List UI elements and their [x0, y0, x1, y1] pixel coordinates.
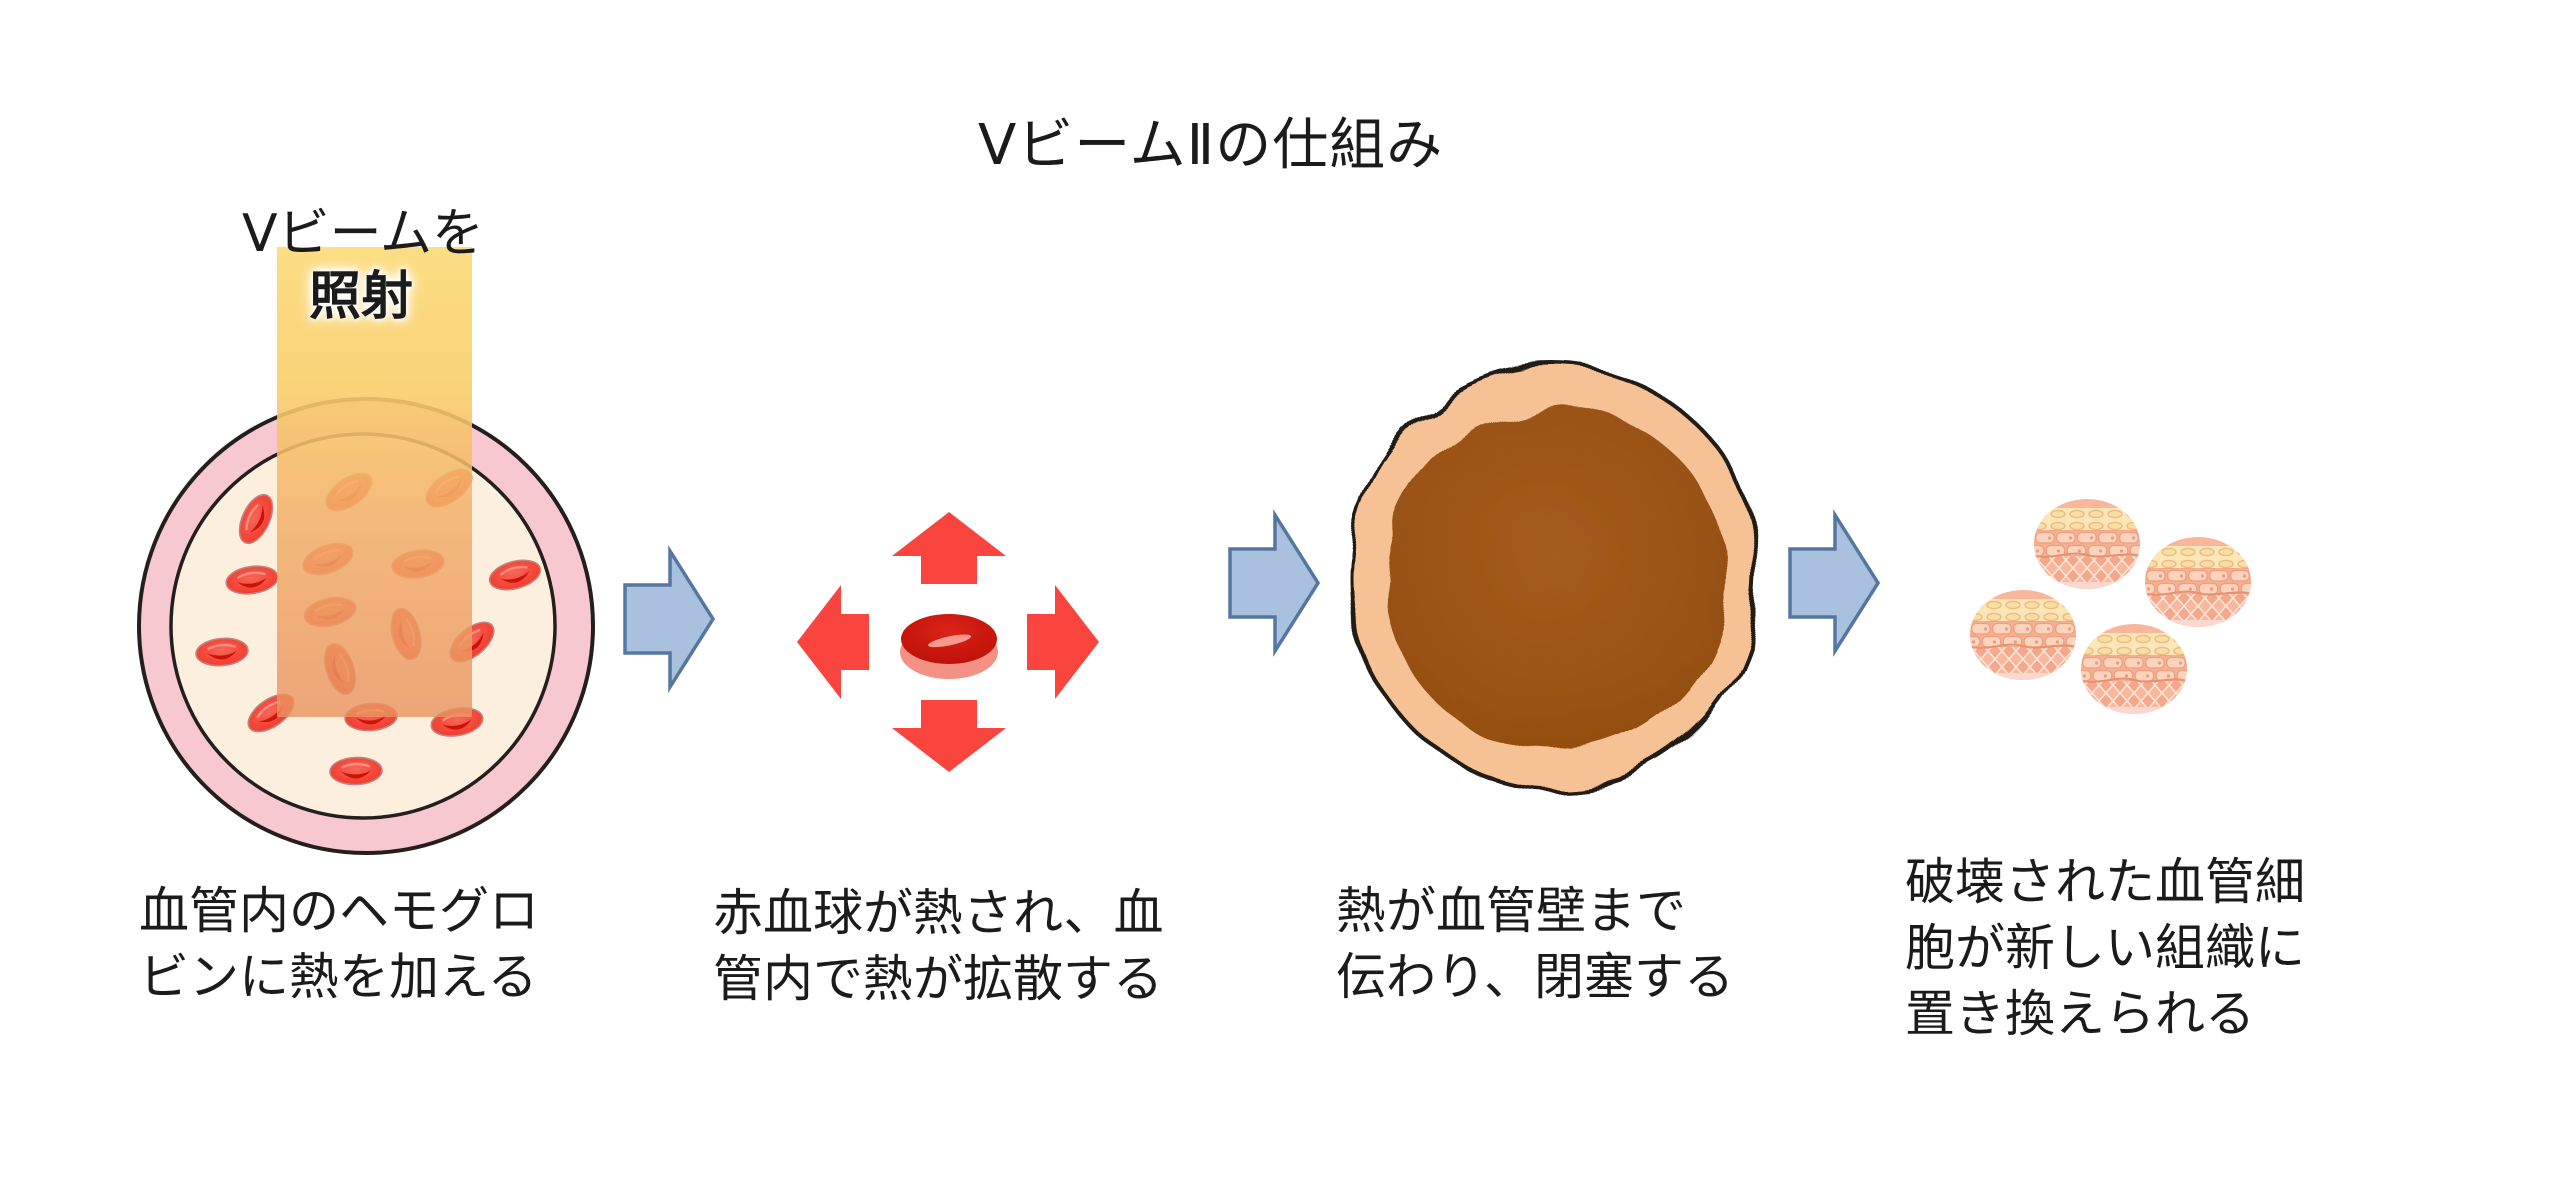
heat-arrow-up-icon	[892, 512, 1006, 584]
clot	[1385, 408, 1729, 752]
beam-label-line2: 照射	[309, 267, 414, 327]
laser-beam	[277, 247, 472, 717]
tissue-cell	[2144, 536, 2252, 628]
flow-arrow-right-icon	[623, 549, 715, 689]
new-tissue-cells	[1969, 498, 2252, 715]
vessel-cross-section	[137, 247, 595, 855]
heat-arrow-down-icon	[892, 700, 1006, 772]
tissue-cell	[2033, 498, 2141, 590]
page-title: VビームⅡの仕組み	[978, 113, 1444, 178]
stage3-caption: 熱が血管壁まで 伝わり、閉塞する	[1336, 882, 1734, 1006]
stage2-caption: 赤血球が熱され、血 管内で熱が拡散する	[713, 884, 1164, 1008]
stage1-caption: 血管内のヘモグロ ビンに熱を加える	[139, 882, 539, 1006]
occluded-vessel	[1348, 364, 1762, 790]
heat-arrow-left-icon	[797, 585, 869, 699]
flow-arrow-right-icon	[1788, 513, 1880, 653]
flow-arrow-right-icon	[1228, 513, 1320, 653]
heat-diffusion-figure	[797, 512, 1099, 772]
tissue-cell	[2080, 623, 2188, 715]
heated-red-blood-cell	[900, 614, 998, 679]
beam-label-line1: Vビームを	[242, 204, 485, 264]
stage4-caption: 破壊された血管細 胞が新しい組織に 置き換えられる	[1905, 853, 2305, 1043]
tissue-cell	[1969, 589, 2077, 681]
heat-arrow-right-icon	[1027, 585, 1099, 699]
